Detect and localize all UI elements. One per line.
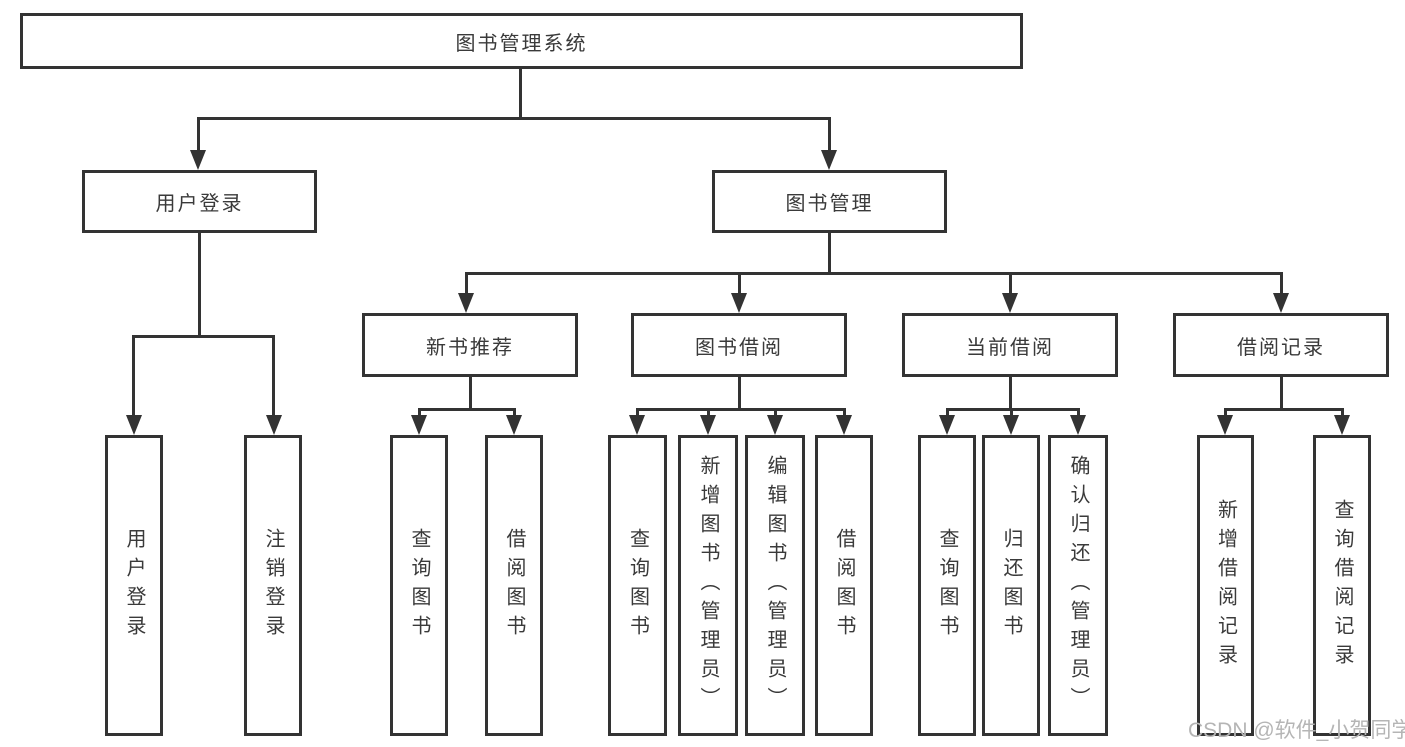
connector-stub <box>1077 408 1080 415</box>
leaf-current-query-books-label: 查询图书 <box>936 527 958 644</box>
connector-recommend-horizontal <box>418 408 516 411</box>
connector-borrowing-horizontal <box>636 408 846 411</box>
arrow-down-icon <box>126 415 142 435</box>
connector-recommend-vertical <box>469 377 472 408</box>
connector-stub <box>636 408 639 415</box>
connector-stub-login-leaf <box>132 335 135 415</box>
arrow-down-icon <box>411 415 427 435</box>
connector-stub-new-books <box>465 272 468 293</box>
node-current-borrowing: 当前借阅 <box>902 313 1118 377</box>
arrow-down-icon <box>1334 415 1350 435</box>
connector-stub-logout-leaf <box>272 335 275 415</box>
arrow-down-icon <box>266 415 282 435</box>
leaf-add-books-admin-label: 新增图书（管理员） <box>697 455 719 716</box>
leaf-borrow-books: 借阅图书 <box>815 435 873 736</box>
leaf-confirm-return-admin-label: 确认归还（管理员） <box>1067 455 1089 716</box>
connector-stub <box>418 408 421 415</box>
node-root: 图书管理系统 <box>20 13 1023 69</box>
leaf-confirm-return-admin: 确认归还（管理员） <box>1048 435 1108 736</box>
connector-stub <box>707 408 710 415</box>
arrow-down-icon <box>629 415 645 435</box>
arrow-down-icon <box>836 415 852 435</box>
connector-stub-records <box>1280 272 1283 293</box>
arrow-down-icon <box>190 150 206 170</box>
watermark: CSDN @软件_小贺同学 <box>1188 719 1405 742</box>
leaf-return-books: 归还图书 <box>982 435 1040 736</box>
connector-stub <box>513 408 516 415</box>
connector-bookmgmt-vertical <box>828 233 831 272</box>
node-root-label: 图书管理系统 <box>455 32 588 55</box>
node-user-login-label: 用户登录 <box>155 193 244 215</box>
connector-user-vertical <box>198 233 201 335</box>
connector-stub-current <box>1009 272 1012 293</box>
connector-stub-borrowing <box>738 272 741 293</box>
node-book-borrowing: 图书借阅 <box>631 313 847 377</box>
connector-stub <box>1010 408 1013 415</box>
connector-root-vertical <box>519 69 522 119</box>
node-borrowing-records-label: 借阅记录 <box>1237 336 1325 359</box>
connector-current-vertical <box>1009 377 1012 408</box>
arrow-down-icon <box>939 415 955 435</box>
leaf-add-books-admin: 新增图书（管理员） <box>678 435 738 736</box>
leaf-logout: 注销登录 <box>244 435 302 736</box>
connector-current-horizontal <box>946 408 1080 411</box>
arrow-down-icon <box>767 415 783 435</box>
node-book-management: 图书管理 <box>712 170 947 233</box>
connector-records-vertical <box>1280 377 1283 408</box>
node-book-borrowing-label: 图书借阅 <box>695 336 783 359</box>
leaf-edit-books-admin: 编辑图书（管理员） <box>745 435 805 736</box>
connector-user-horizontal <box>132 335 275 338</box>
leaf-add-borrow-record: 新增借阅记录 <box>1197 435 1254 736</box>
leaf-user-login-label: 用户登录 <box>123 527 145 644</box>
connector-stub-user-login <box>197 117 200 151</box>
node-borrowing-records: 借阅记录 <box>1173 313 1389 377</box>
leaf-logout-label: 注销登录 <box>262 527 284 644</box>
node-user-login: 用户登录 <box>82 170 317 233</box>
node-current-borrowing-label: 当前借阅 <box>966 336 1054 359</box>
arrow-down-icon <box>1002 293 1018 313</box>
leaf-recommend-query-books: 查询图书 <box>390 435 448 736</box>
leaf-user-login: 用户登录 <box>105 435 163 736</box>
arrow-down-icon <box>821 150 837 170</box>
connector-stub <box>1224 408 1227 415</box>
arrow-down-icon <box>458 293 474 313</box>
connector-records-horizontal <box>1224 408 1344 411</box>
connector-borrowing-vertical <box>738 377 741 408</box>
connector-stub <box>774 408 777 415</box>
leaf-add-borrow-record-label: 新增借阅记录 <box>1214 498 1237 673</box>
node-new-book-recommend-label: 新书推荐 <box>426 336 514 359</box>
leaf-query-borrow-record: 查询借阅记录 <box>1313 435 1371 736</box>
leaf-query-borrow-record-label: 查询借阅记录 <box>1331 498 1353 673</box>
leaf-borrowing-query-books: 查询图书 <box>608 435 667 736</box>
leaf-borrow-books-label: 借阅图书 <box>833 527 855 644</box>
node-new-book-recommend: 新书推荐 <box>362 313 578 377</box>
connector-stub <box>843 408 846 415</box>
leaf-recommend-borrow-books-label: 借阅图书 <box>503 527 525 644</box>
arrow-down-icon <box>731 293 747 313</box>
connector-root-horizontal <box>197 117 831 120</box>
leaf-borrowing-query-books-label: 查询图书 <box>626 527 649 644</box>
leaf-return-books-label: 归还图书 <box>1000 527 1022 644</box>
arrow-down-icon <box>1070 415 1086 435</box>
arrow-down-icon <box>1217 415 1233 435</box>
leaf-recommend-borrow-books: 借阅图书 <box>485 435 543 736</box>
leaf-recommend-query-books-label: 查询图书 <box>408 527 430 644</box>
node-book-management-label: 图书管理 <box>785 193 874 215</box>
arrow-down-icon <box>700 415 716 435</box>
arrow-down-icon <box>1273 293 1289 313</box>
leaf-edit-books-admin-label: 编辑图书（管理员） <box>764 455 786 716</box>
arrow-down-icon <box>1003 415 1019 435</box>
connector-stub <box>946 408 949 415</box>
connector-bookmgmt-horizontal <box>465 272 1283 275</box>
connector-stub <box>1341 408 1344 415</box>
connector-stub-book-mgmt <box>828 117 831 151</box>
arrow-down-icon <box>506 415 522 435</box>
leaf-current-query-books: 查询图书 <box>918 435 976 736</box>
